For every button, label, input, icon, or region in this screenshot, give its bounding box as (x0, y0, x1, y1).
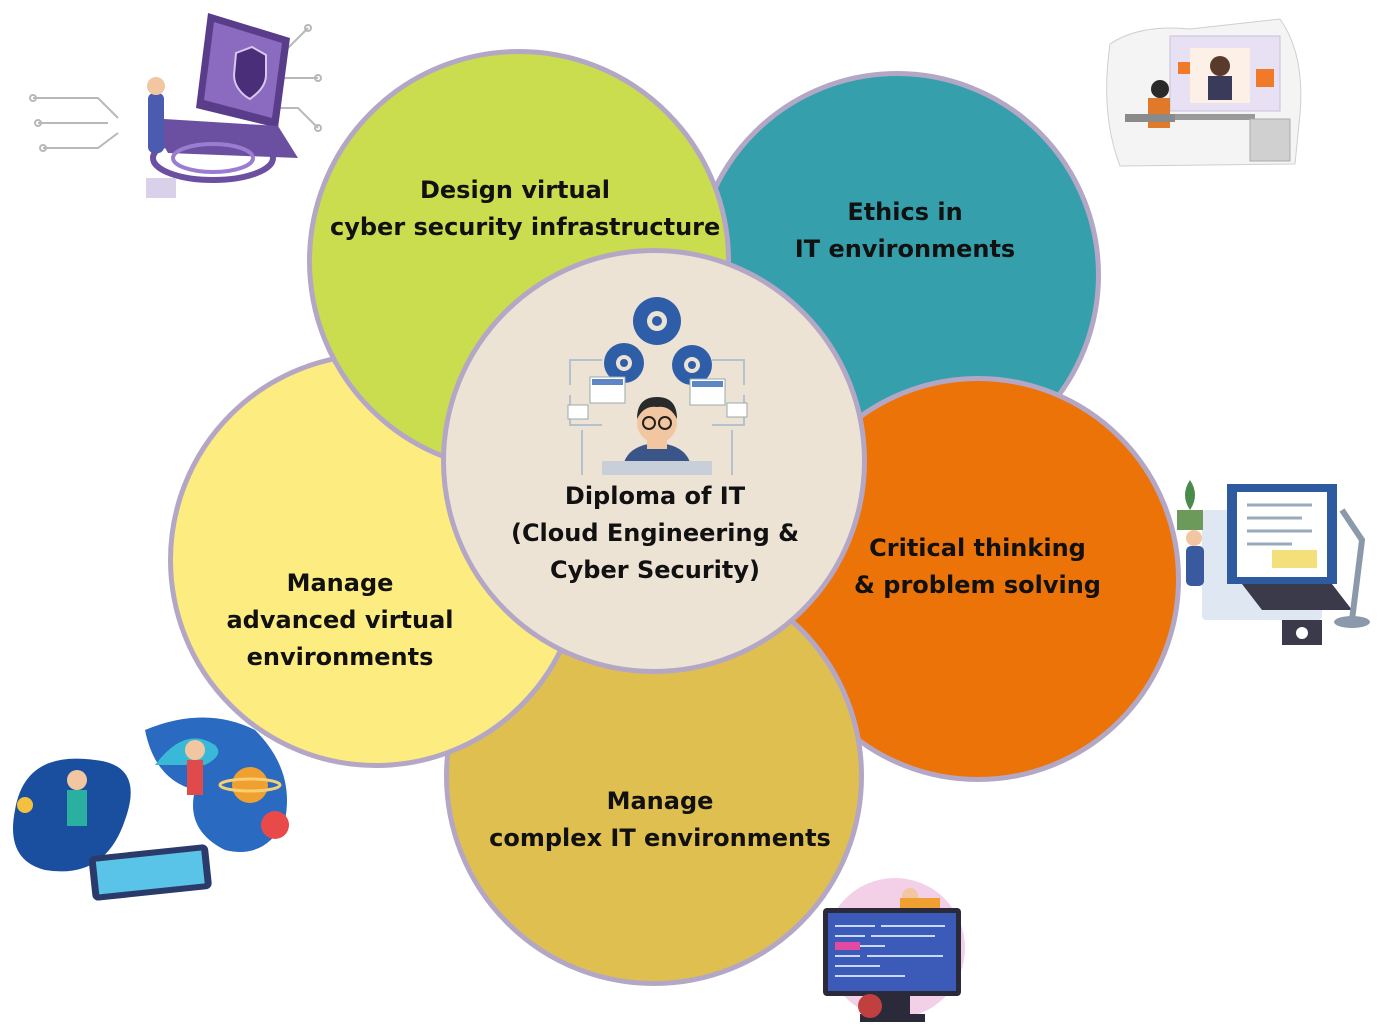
petal-ethics-label: Ethics in IT environments (775, 194, 1035, 268)
petal-advanced-line-1: Manage (286, 569, 394, 597)
petal-design-line-2: cyber security infrastructure (330, 213, 721, 241)
center-line-3: Cyber Security) (550, 556, 760, 584)
video-call-illustration (1106, 18, 1302, 167)
petal-design-line-1: Design virtual (419, 176, 611, 204)
computer-code-illustration (823, 878, 965, 1022)
engineer-gears-illustration (567, 297, 748, 475)
petal-advanced-label: Manage advanced virtual environments (212, 565, 468, 676)
center-circle (441, 248, 867, 674)
petal-complex-line-1: Manage (606, 787, 714, 815)
petal-advanced-line-2: advanced virtual (226, 606, 454, 634)
virtual-reality-illustration (13, 717, 289, 901)
petal-critical-line-2: & problem solving (854, 571, 1101, 599)
laptop-documents-illustration (1177, 480, 1370, 645)
petal-critical-label: Critical thinking & problem solving (845, 530, 1110, 604)
petal-critical-line-1: Critical thinking (869, 534, 1086, 562)
petal-complex-label: Manage complex IT environments (480, 783, 840, 857)
center-line-1: Diploma of IT (564, 482, 746, 510)
center-line-2: (Cloud Engineering & (510, 519, 800, 547)
center-label: Diploma of IT (Cloud Engineering & Cyber… (495, 478, 815, 589)
petal-ethics-line-1: Ethics in (847, 198, 963, 226)
petal-design-label: Design virtual cyber security infrastruc… (330, 172, 721, 246)
cyber-security-laptop-illustration (29, 13, 322, 198)
petal-complex-line-2: complex IT environments (489, 824, 831, 852)
petal-ethics-line-2: IT environments (794, 235, 1016, 263)
petal-advanced-line-3: environments (246, 643, 434, 671)
